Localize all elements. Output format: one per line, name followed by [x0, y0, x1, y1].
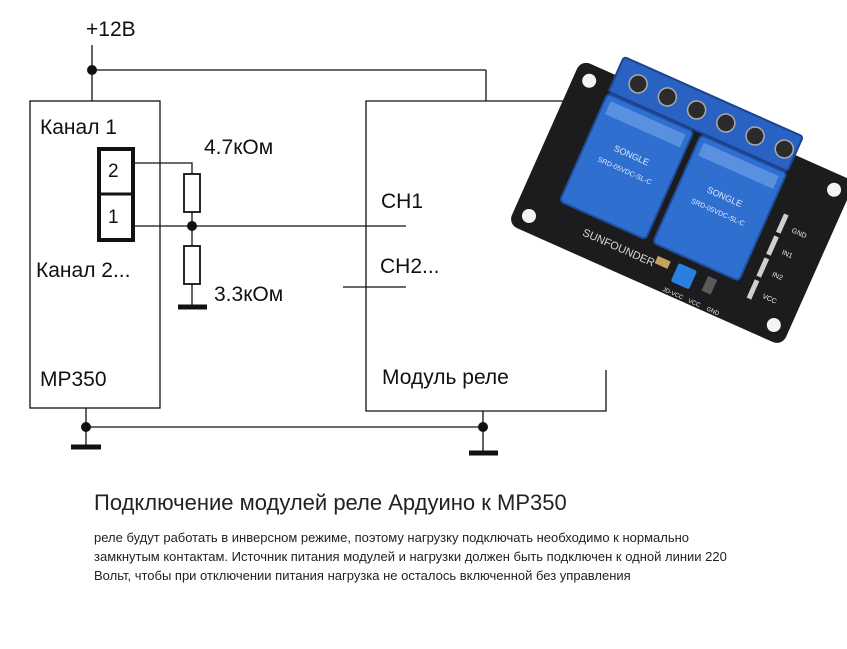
relay-1-highlight — [605, 101, 686, 148]
channel2-label: Канал 2... — [36, 259, 131, 282]
screw-icon — [686, 100, 707, 120]
header-label-in1: IN1 — [781, 249, 794, 260]
jumper-label-gnd: GND — [705, 306, 720, 317]
mount-hole — [766, 317, 781, 332]
resistor-bottom-value: 3.3кОм — [214, 283, 284, 306]
ch2-label: CH2... — [380, 255, 440, 278]
component — [654, 255, 671, 269]
screw-icon — [774, 139, 795, 159]
jumper-label-vcc: VCC — [687, 298, 702, 309]
component — [701, 275, 718, 295]
junction-dot — [81, 422, 91, 432]
resistor-top-value: 4.7кОм — [204, 136, 274, 159]
resistor-top — [183, 173, 201, 213]
pin-1-label: 1 — [108, 207, 119, 228]
mount-hole — [827, 182, 842, 197]
relay-module-photo: SONGLE SRD-05VDC-SL-C SONGLE SRD-05VDC-S… — [511, 56, 847, 343]
mount-hole — [582, 73, 597, 88]
mount-hole — [522, 208, 537, 223]
relay-module-box — [365, 100, 607, 412]
header-label-in2: IN2 — [771, 271, 784, 282]
relay-module-name: Модуль реле — [382, 366, 509, 389]
supply-label: +12В — [86, 18, 136, 41]
pin2-wire — [133, 162, 193, 174]
pin-2-label: 2 — [108, 161, 119, 182]
header-pin — [746, 279, 760, 300]
jumper — [671, 263, 697, 289]
junction-dot — [187, 221, 197, 231]
header-pin — [766, 235, 779, 256]
junction-dot — [87, 65, 97, 75]
screw-icon — [657, 87, 678, 107]
header-pin — [775, 213, 789, 234]
relay-2-highlight — [698, 142, 779, 189]
caption-text: реле будут работать в инверсном режиме, … — [94, 530, 727, 583]
screw-icon — [628, 74, 648, 94]
header-pin — [756, 257, 770, 278]
ch1-label: CH1 — [381, 190, 424, 213]
channel1-label: Канал 1 — [40, 116, 117, 139]
screw-icon — [745, 126, 765, 146]
caption-title: Подключение модулей реле Ардуино к МР350 — [94, 490, 567, 515]
controller-box — [29, 100, 161, 409]
controller-name: МР350 — [40, 368, 107, 391]
junction-dot — [478, 422, 488, 432]
resistor-bottom — [183, 245, 201, 285]
screw-icon — [716, 113, 736, 133]
